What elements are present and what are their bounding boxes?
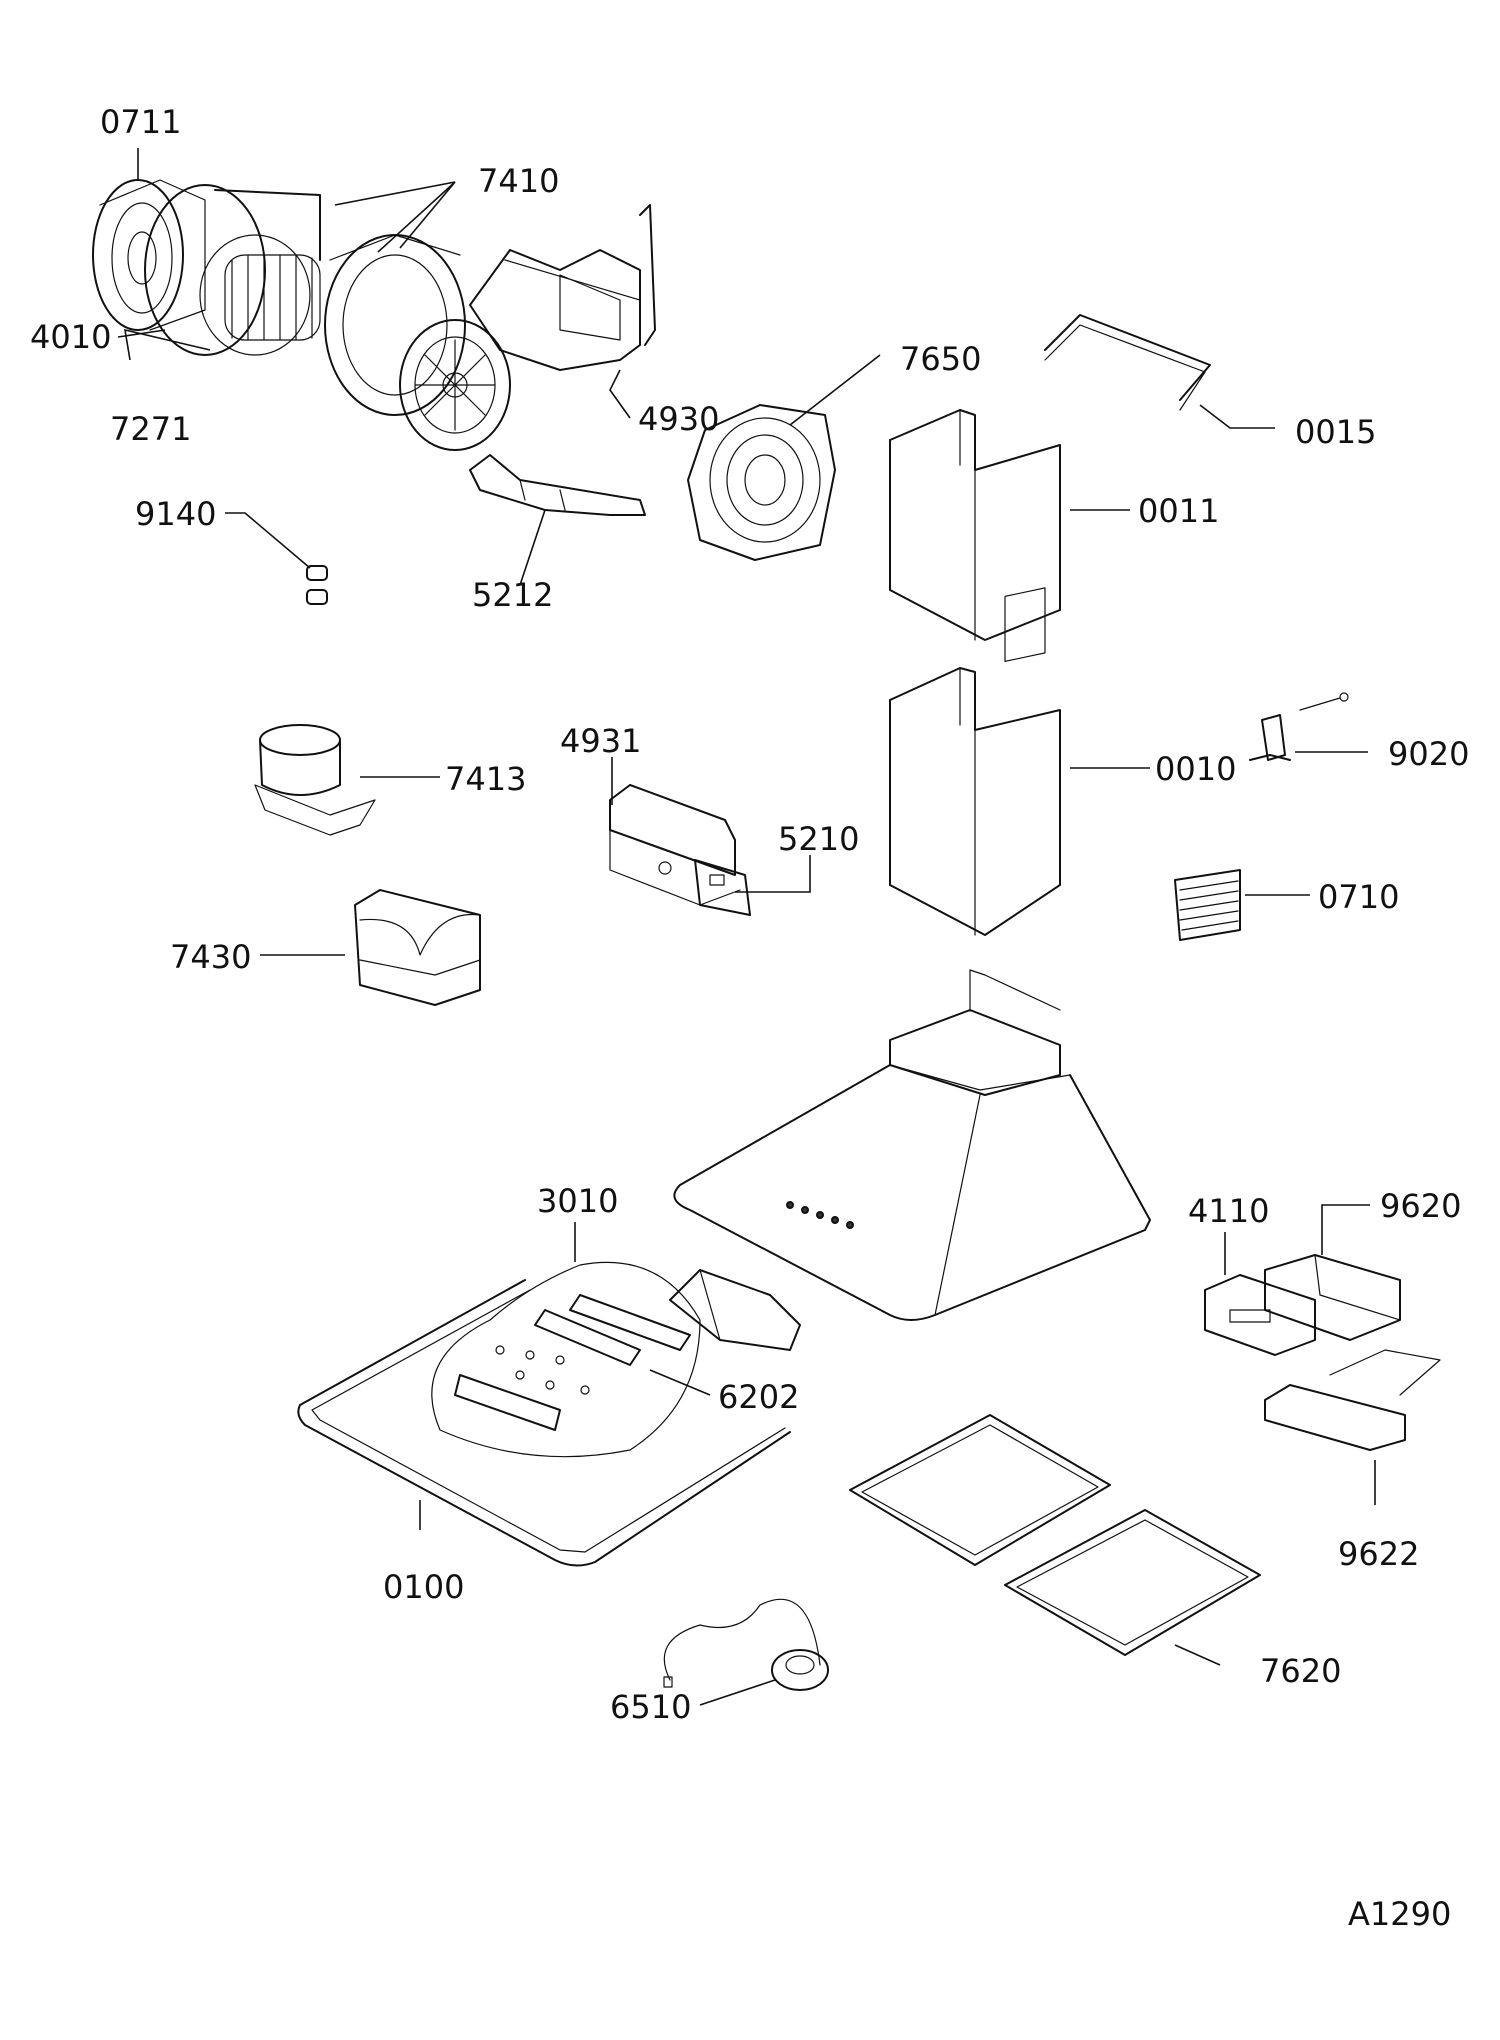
label-0710: 0710 [1318,878,1399,916]
label-7410: 7410 [478,162,559,200]
part-4930-bracket [469,204,656,371]
part-9020-clip [1249,692,1349,761]
label-3010: 3010 [537,1182,618,1220]
part-7430-foam-block [354,889,481,1006]
part-hood-canopy [673,969,1151,1321]
label-0010: 0010 [1155,750,1236,788]
label-7620: 7620 [1260,1652,1341,1690]
part-0711-motor-plate [92,179,206,331]
part-0100-frame [297,1279,791,1567]
label-7650: 7650 [900,340,981,378]
part-4931-5210-board [609,784,751,916]
part-0010-lower-chimney [889,587,1061,936]
drawing-reference: A1290 [1348,1895,1451,1933]
leader-lines [117,148,1376,1706]
label-9140: 9140 [135,495,216,533]
label-7430: 7430 [170,938,251,976]
part-7413-collar [254,724,376,836]
part-5212-plate [469,454,646,516]
part-4110-9620-9622-unit [1204,1254,1441,1451]
label-4110: 4110 [1188,1192,1269,1230]
label-7271: 7271 [110,410,191,448]
label-5210: 5210 [778,820,859,858]
label-0711: 0711 [100,103,181,141]
part-0011-upper-chimney [889,409,1061,641]
label-9020: 9020 [1388,735,1469,773]
label-9622: 9622 [1338,1535,1419,1573]
label-0015: 0015 [1295,413,1376,451]
label-7413: 7413 [445,760,526,798]
label-4931: 4931 [560,722,641,760]
label-5212: 5212 [472,576,553,614]
part-6510-lamp [663,1598,829,1691]
label-0100: 0100 [383,1568,464,1606]
part-7650-fan-guard [687,404,836,561]
part-side-bracket [669,1269,801,1351]
part-7620-filters [849,1414,1261,1656]
label-0011: 0011 [1138,492,1219,530]
label-4010: 4010 [30,318,111,356]
label-4930: 4930 [638,400,719,438]
part-9140-knobs [306,565,328,605]
label-6202: 6202 [718,1378,799,1416]
label-9620: 9620 [1380,1187,1461,1225]
label-6510: 6510 [610,1688,691,1726]
part-0710-grille [1174,869,1241,941]
part-0015-bracket [1044,314,1211,411]
part-3010-6202-controls [431,1261,701,1458]
part-7410-blower-assembly [144,184,511,451]
